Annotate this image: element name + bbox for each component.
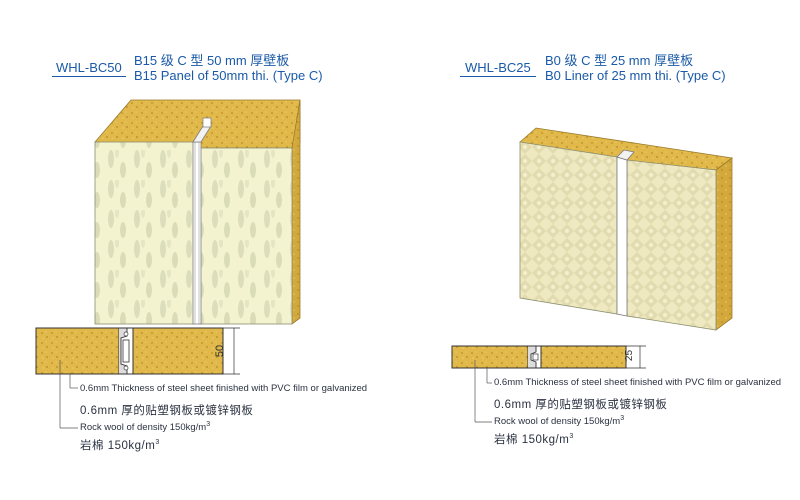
panel-title-cn-left: B15 级 C 型 50 mm 厚壁板 bbox=[134, 53, 290, 68]
product-code-underline-right bbox=[460, 76, 536, 77]
panel-3d-left bbox=[94, 99, 301, 325]
note-steel-cn-right: 0.6mm 厚的贴塑钢板或镀锌钢板 bbox=[494, 399, 668, 411]
dimension-label-left: 50 bbox=[214, 344, 227, 358]
note-wool-cn-right: 岩棉 150kg/m3 bbox=[494, 433, 574, 446]
note-wool-cn-left: 岩棉 150kg/m3 bbox=[80, 439, 160, 452]
note-wool-en-right: Rock wool of density 150kg/m3 bbox=[494, 415, 625, 428]
note-wool-en-left: Rock wool of density 150kg/m3 bbox=[80, 421, 211, 434]
panel-title-en-right: B0 Liner of 25 mm thi. (Type C) bbox=[545, 68, 726, 83]
dimension-label-right: 25 bbox=[624, 349, 636, 362]
note-steel-cn-left: 0.6mm 厚的贴塑钢板或镀锌钢板 bbox=[80, 405, 254, 417]
note-steel-en-left: 0.6mm Thickness of steel sheet finished … bbox=[80, 383, 368, 394]
product-code-right: WHL-BC25 bbox=[465, 60, 531, 75]
cross-section-right bbox=[451, 345, 646, 423]
panel-title-cn-right: B0 级 C 型 25 mm 厚壁板 bbox=[545, 53, 694, 68]
note-steel-en-right: 0.6mm Thickness of steel sheet finished … bbox=[494, 377, 782, 388]
product-code-left: WHL-BC50 bbox=[56, 60, 122, 75]
panel-3d-right bbox=[519, 127, 734, 331]
product-code-underline-left bbox=[52, 76, 126, 77]
cross-section-left bbox=[35, 327, 240, 429]
panel-title-en-left: B15 Panel of 50mm thi. (Type C) bbox=[134, 68, 323, 83]
